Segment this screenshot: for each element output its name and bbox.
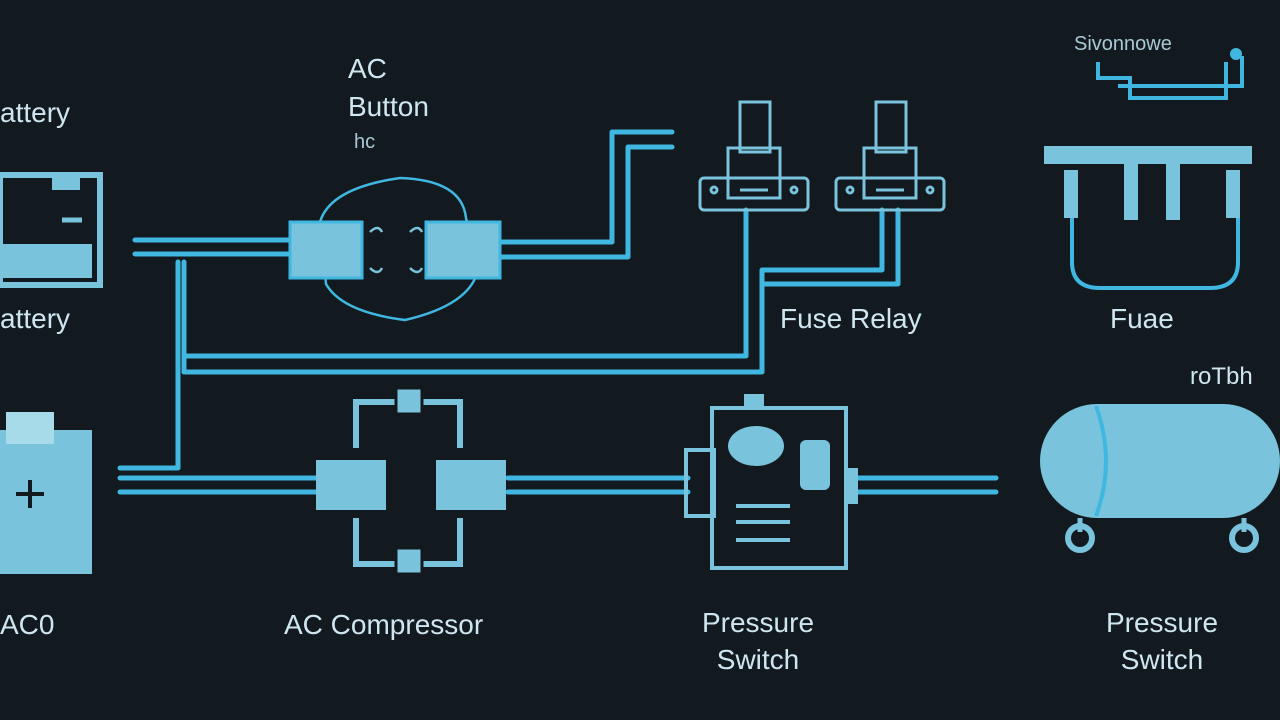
ac-button-label-line-2: Button — [348, 91, 429, 122]
pressure-switch-label-1-line-2: Switch — [716, 644, 800, 675]
ac-button-label-line-1: AC — [348, 53, 387, 84]
fuse-label: Fuae — [1110, 303, 1174, 334]
battery-icon — [0, 172, 103, 288]
tank-label: roTbh — [1190, 363, 1253, 390]
ac-button-label: AC Button — [348, 50, 429, 126]
wire-bottom-bus — [117, 475, 999, 495]
fuse-relay-label: Fuse Relay — [780, 303, 922, 334]
fuse-relay-icon — [698, 100, 946, 212]
wire-ac-button-to-relay — [497, 129, 675, 260]
wire-trunk — [117, 259, 187, 471]
pressure-switch-label-1-line-1: Pressure — [701, 607, 815, 638]
wire-main-to-fuse-relay — [181, 207, 901, 375]
pressure-switch-label-2-line-2: Switch — [1120, 644, 1204, 675]
pressure-switch-label-2-line-1: Pressure — [1105, 607, 1219, 638]
fuse-icon — [1044, 146, 1252, 290]
pressure-switch-label-2: Pressure Switch — [1082, 604, 1242, 678]
switch-label: Sivonnowe — [1074, 33, 1172, 55]
wire-battery-to-ac-button — [132, 237, 295, 257]
acu-label: AC0 — [0, 609, 55, 640]
battery-bottom-icon — [0, 412, 92, 574]
ac-button-sub-label: hc — [354, 131, 376, 153]
switch-icon — [1096, 48, 1244, 100]
battery-label-mid: attery — [0, 303, 71, 334]
pressure-switch-label-1: Pressure Switch — [678, 604, 838, 678]
battery-label-top: attery — [0, 97, 71, 128]
pressure-switch-icon — [684, 394, 858, 570]
ac-compressor-label: AC Compressor — [284, 609, 484, 640]
tank-icon — [1040, 404, 1280, 553]
ac-compressor-icon — [316, 386, 506, 576]
ac-button-icon — [288, 176, 502, 322]
